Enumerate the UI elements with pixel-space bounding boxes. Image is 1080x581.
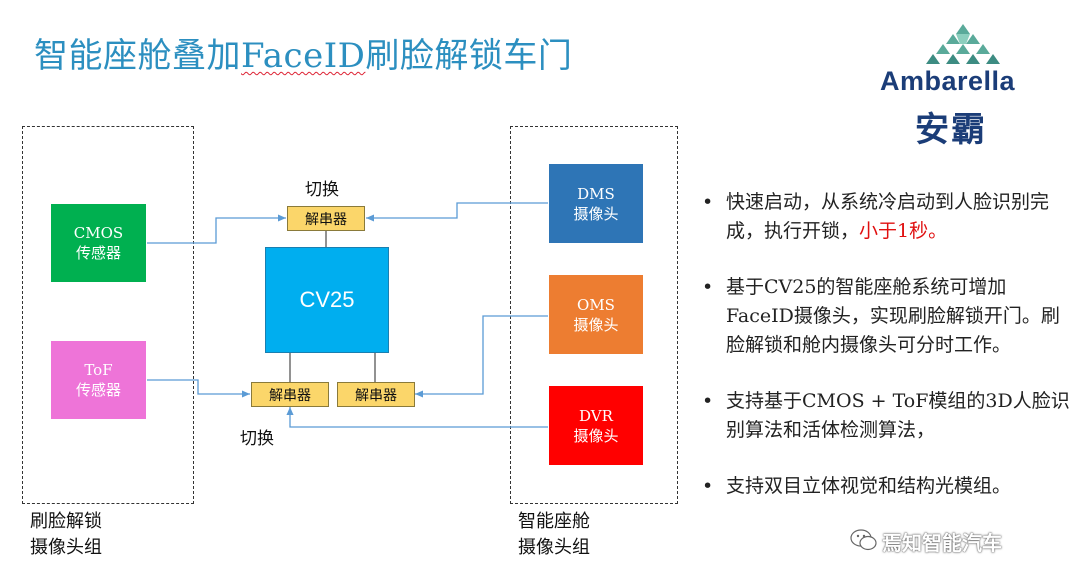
logo-text-cn: 安霸 (915, 110, 987, 150)
tof-sensor-box: ToF 传感器 (51, 341, 146, 419)
tof-label: ToF (84, 361, 113, 379)
bullet-text: 快速启动，从系统冷启动到人脸识别完成，执行开锁， (726, 191, 1050, 242)
deserializer-bottom-left: 解串器 (251, 382, 329, 407)
bullet-item: •基于CV25的智能座舱系统可增加FaceID摄像头，实现刷脸解锁开门。刷脸解锁… (702, 276, 1060, 356)
title-suffix: 刷脸解锁车门 (365, 36, 573, 76)
logo-text-en: Ambarella (880, 66, 1016, 96)
tof-sublabel: 传感器 (75, 381, 121, 399)
bullet-text: 支持基于CMOS + ToF模组的3D人脸识别算法和活体检测算法， (726, 390, 1070, 441)
cockpit-group-label-line2: 摄像头组 (518, 537, 590, 558)
faceid-group-label-line1: 刷脸解锁 (30, 511, 102, 532)
dms-to-deserializer-arrow (366, 202, 548, 222)
deserializer-top: 解串器 (287, 206, 365, 231)
bullet-highlight: 小于1秒。 (859, 220, 948, 242)
tof-to-deserializer-arrow (147, 379, 250, 398)
title-prefix: 智能座舱叠加 (34, 36, 241, 76)
feature-bullet-list: •快速启动，从系统冷启动到人脸识别完成，执行开锁，小于1秒。 •基于CV25的智… (700, 188, 1070, 528)
connector-lines (147, 202, 548, 428)
bullet-item: •快速启动，从系统冷启动到人脸识别完成，执行开锁，小于1秒。 (702, 191, 1050, 242)
dms-sublabel: 摄像头 (573, 204, 619, 223)
cmos-sensor-box: CMOS 传感器 (51, 204, 146, 282)
ambarella-logo-mark (926, 24, 1000, 64)
title-faceid: FaceID (241, 36, 366, 76)
deserializer-bottom-right: 解串器 (337, 382, 415, 407)
cmos-sublabel: 传感器 (75, 244, 121, 262)
faceid-camera-group (22, 126, 194, 504)
cmos-to-deserializer-arrow (147, 214, 286, 244)
dvr-sublabel: 摄像头 (573, 426, 619, 445)
wechat-icon (850, 529, 877, 551)
oms-to-deserializer-arrow (415, 315, 548, 398)
faceid-group-label-line2: 摄像头组 (30, 537, 102, 558)
cockpit-group-label: 智能座舱 摄像头组 (518, 509, 590, 561)
dvr-to-deserializer-arrow (286, 407, 548, 428)
switch-label-bottom: 切换 (240, 429, 274, 449)
bullet-item: •支持双目立体视觉和结构光模组。 (702, 475, 1012, 497)
dvr-label: DVR (579, 406, 613, 425)
switch-label-top: 切换 (305, 180, 339, 200)
cockpit-group-label-line1: 智能座舱 (518, 511, 590, 532)
faceid-group-label: 刷脸解锁 摄像头组 (30, 509, 102, 561)
oms-label: OMS (577, 295, 615, 314)
bullet-item: •支持基于CMOS + ToF模组的3D人脸识别算法和活体检测算法， (702, 390, 1070, 441)
oms-sublabel: 摄像头 (573, 315, 619, 334)
watermark-text: 焉知智能汽车 (882, 531, 1002, 555)
cockpit-camera-group (510, 126, 678, 504)
page-title: 智能座舱叠加FaceID刷脸解锁车门 (34, 28, 572, 77)
dms-label: DMS (577, 184, 615, 203)
bullet-text: 支持双目立体视觉和结构光模组。 (726, 475, 1012, 497)
cmos-label: CMOS (73, 224, 124, 242)
cv25-chip-box: CV25 (265, 247, 389, 353)
bullet-text: 基于CV25的智能座舱系统可增加FaceID摄像头，实现刷脸解锁开门。刷脸解锁和… (726, 276, 1060, 356)
